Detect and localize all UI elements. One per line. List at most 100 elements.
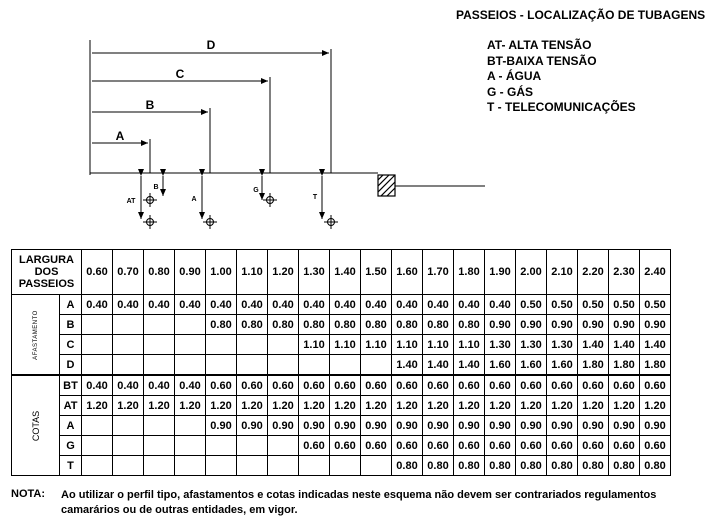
table-cell: 0.80 xyxy=(360,314,392,335)
note-text: Ao utilizar o perfil tipo, afastamentos … xyxy=(61,488,721,518)
table-cell: 0.60 xyxy=(515,374,547,396)
pipe-label-t: T xyxy=(313,194,318,201)
width-header: 2.40 xyxy=(639,249,671,295)
table-cell xyxy=(236,435,268,456)
pipe-symbol-bt xyxy=(143,193,157,207)
table-cell: 0.60 xyxy=(484,435,516,456)
table-cell xyxy=(174,354,206,376)
width-header: 0.80 xyxy=(143,249,175,295)
width-header: 0.60 xyxy=(81,249,113,295)
table-cell: 0.80 xyxy=(422,455,454,476)
table-cell: 1.20 xyxy=(546,395,578,416)
table-cell: 0.60 xyxy=(515,435,547,456)
table-cell: 0.60 xyxy=(577,435,609,456)
pipe-label-a: A xyxy=(191,196,196,203)
table-cell xyxy=(236,354,268,376)
table-cell xyxy=(112,415,144,436)
table-cell xyxy=(112,455,144,476)
table-cell: 0.80 xyxy=(515,455,547,476)
table-cell: 0.90 xyxy=(639,415,671,436)
table-cell: 0.50 xyxy=(546,294,578,315)
width-header: 1.60 xyxy=(391,249,423,295)
table-cell: 0.90 xyxy=(577,314,609,335)
table-cell xyxy=(205,334,237,355)
table-cell: 0.40 xyxy=(267,294,299,315)
table-cell: 0.60 xyxy=(639,435,671,456)
table-cell: 1.10 xyxy=(360,334,392,355)
table-cell: 0.90 xyxy=(360,415,392,436)
dimension-label-b: B xyxy=(146,98,155,112)
table-cell: 0.90 xyxy=(515,314,547,335)
table-cell: 0.80 xyxy=(329,314,361,335)
table-cell: 0.60 xyxy=(608,374,640,396)
row-label: B xyxy=(59,314,82,335)
table-cell xyxy=(360,455,392,476)
table-cell: 1.10 xyxy=(391,334,423,355)
table-cell: 0.40 xyxy=(453,294,485,315)
width-header: 1.30 xyxy=(298,249,330,295)
pipe-symbol-a xyxy=(203,215,217,229)
table-cell: 0.60 xyxy=(298,435,330,456)
table-cell xyxy=(81,334,113,355)
note-line-1: Ao utilizar o perfil tipo, afastamentos … xyxy=(61,489,657,501)
table-caption-line: LARGURA xyxy=(19,254,74,266)
table-cell: 0.50 xyxy=(515,294,547,315)
table-cell: 1.20 xyxy=(608,395,640,416)
table-cell xyxy=(298,354,330,376)
table-cell xyxy=(143,314,175,335)
table-cell xyxy=(112,354,144,376)
table-cell: 0.90 xyxy=(391,415,423,436)
table-cell xyxy=(174,415,206,436)
row-label: C xyxy=(59,334,82,355)
table-cell xyxy=(236,334,268,355)
table-cell xyxy=(205,435,237,456)
table-cell: 0.60 xyxy=(360,435,392,456)
table-cell: 0.90 xyxy=(205,415,237,436)
table-cell: 0.80 xyxy=(453,314,485,335)
pipe-symbol-g xyxy=(263,193,277,207)
table-cell xyxy=(112,314,144,335)
table-cell: 1.20 xyxy=(360,395,392,416)
width-header: 1.90 xyxy=(484,249,516,295)
table-cell xyxy=(236,455,268,476)
table-cell: 1.40 xyxy=(391,354,423,376)
table-cell: 0.90 xyxy=(484,415,516,436)
table-cell: 0.40 xyxy=(205,294,237,315)
table-cell xyxy=(112,435,144,456)
table-cell: 1.60 xyxy=(515,354,547,376)
legend-item-gas: G - GÁS xyxy=(487,84,534,99)
table-cell xyxy=(174,455,206,476)
table-cell: 1.20 xyxy=(174,395,206,416)
width-header: 0.70 xyxy=(112,249,144,295)
group-label: AFASTAMENTO xyxy=(32,309,39,360)
table-cell: 0.90 xyxy=(329,415,361,436)
table-cell: 1.20 xyxy=(453,395,485,416)
table-cell xyxy=(267,354,299,376)
group-label-cell: AFASTAMENTO xyxy=(11,294,60,376)
page-title: PASSEIOS - LOCALIZAÇÃO DE TUBAGENS xyxy=(456,8,706,22)
table-cell: 0.90 xyxy=(422,415,454,436)
table-cell: 0.40 xyxy=(174,374,206,396)
table-cell: 0.60 xyxy=(298,374,330,396)
table-cell: 1.10 xyxy=(329,334,361,355)
table-cell: 1.20 xyxy=(267,395,299,416)
group-label-cell: COTAS xyxy=(11,374,60,476)
width-header: 2.20 xyxy=(577,249,609,295)
table-cell: 1.30 xyxy=(546,334,578,355)
dimension-label-d: D xyxy=(207,38,216,52)
table-cell: 0.80 xyxy=(608,455,640,476)
table-cell: 0.90 xyxy=(608,314,640,335)
table-cell: 0.40 xyxy=(298,294,330,315)
table-caption-line: PASSEIOS xyxy=(18,278,75,290)
table-cell: 0.80 xyxy=(577,455,609,476)
table-cell: 0.80 xyxy=(236,314,268,335)
table-cell: 0.60 xyxy=(484,374,516,396)
table-cell: 1.20 xyxy=(329,395,361,416)
table-cell xyxy=(267,435,299,456)
